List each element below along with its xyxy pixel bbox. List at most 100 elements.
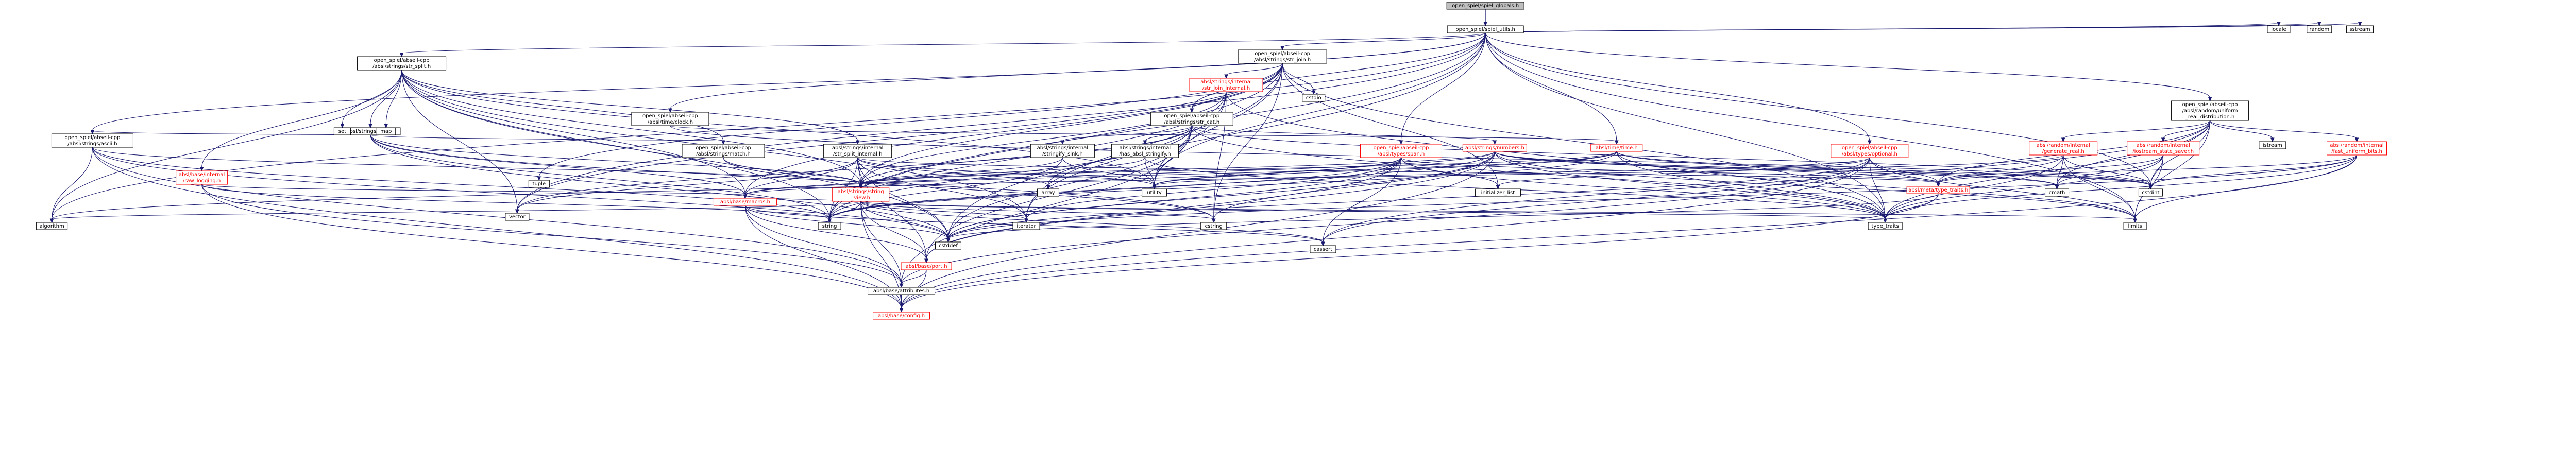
edge-string_view-to-limits	[860, 201, 2137, 223]
edge-raw_logging-to-macros	[201, 184, 748, 199]
edge-str_split-to-vector	[401, 70, 519, 214]
node-label: /absl/strings/str_cat.h	[1164, 119, 1219, 125]
edge-string_view-to-string	[827, 201, 861, 223]
node-label: _view.h	[851, 195, 870, 201]
node-label: open_spiel/abseil-cpp	[1164, 113, 1219, 119]
edge-uniform_real-to-fast_uniform_bits	[2210, 120, 2359, 143]
node-span[interactable]: open_spiel/abseil-cpp/absl/types/span.h	[1360, 144, 1442, 158]
node-str_join[interactable]: open_spiel/abseil-cpp/absl/strings/str_j…	[1238, 49, 1327, 64]
node-cmath[interactable]: cmath	[2045, 188, 2070, 197]
node-numbers[interactable]: absl/strings/numbers.h	[1462, 144, 1527, 152]
node-raw_logging[interactable]: absl/base/internal/raw_logging.h	[176, 170, 228, 185]
edge-ascii-to-algorithm	[49, 147, 93, 223]
node-stringify_sink[interactable]: absl/strings/internal/stringify_sink.h	[1030, 144, 1095, 158]
edge-str_split-to-match	[401, 70, 725, 145]
node-label: /fast_uniform_bits.h	[2331, 149, 2382, 154]
node-label: open_spiel/abseil-cpp	[696, 145, 751, 151]
edge-str_join_internal-to-str_cat	[1190, 91, 1227, 113]
node-label: absl/base/macros.h	[720, 199, 770, 205]
node-time[interactable]: absl/time/time.h	[1590, 144, 1643, 152]
node-label: cstring	[1205, 223, 1223, 229]
node-label: initializer_list	[1481, 190, 1515, 196]
node-array[interactable]: array	[1037, 188, 1059, 197]
node-match[interactable]: open_spiel/abseil-cpp/absl/strings/match…	[682, 144, 765, 158]
node-type_traits_absl[interactable]: absl/meta/type_traits.h	[1906, 186, 1970, 194]
node-vector[interactable]: vector	[505, 213, 530, 221]
edge-spiel_utils-to-clock	[668, 32, 1486, 113]
node-label: limits	[2128, 223, 2142, 229]
edge-str_join-to-str_join_internal	[1224, 63, 1283, 79]
node-iostream_state_saver[interactable]: absl/random/internal/iostream_state_save…	[2127, 141, 2200, 156]
edge-spiel_utils-to-sstream	[1485, 22, 2362, 33]
edge-uniform_real-to-istream	[2210, 120, 2275, 143]
node-generate_real[interactable]: absl/random/internal/generate_real.h	[2029, 141, 2098, 156]
node-cstdio[interactable]: cstdio	[1302, 94, 1326, 102]
edge-str_split-to-strip	[368, 70, 402, 129]
node-set[interactable]: set	[333, 127, 351, 135]
node-initializer_list[interactable]: initializer_list	[1475, 188, 1521, 197]
edge-fast_uniform_bits-to-config	[899, 154, 2358, 313]
node-random[interactable]: random	[2307, 25, 2332, 33]
edge-optional-to-type_traits_absl	[1869, 157, 1940, 187]
node-label: absl/strings/internal	[1120, 145, 1171, 151]
node-string[interactable]: string	[818, 222, 841, 230]
node-limits[interactable]: limits	[2123, 222, 2147, 230]
node-map[interactable]: map	[376, 127, 396, 135]
node-attributes[interactable]: absl/base/attributes.h	[868, 287, 936, 295]
node-config[interactable]: absl/base/config.h	[873, 312, 930, 320]
node-sstream[interactable]: sstream	[2346, 25, 2374, 33]
node-cstddef[interactable]: cstddef	[935, 241, 961, 250]
edge-uniform_real-to-cassert	[1321, 120, 2211, 247]
edge-attributes-to-config	[899, 295, 904, 313]
node-label: /absl/types/optional.h	[1842, 151, 1897, 157]
node-fast_uniform_bits[interactable]: absl/random/internal/fast_uniform_bits.h	[2327, 141, 2387, 156]
node-label: absl/strings/strip.h	[346, 129, 394, 134]
node-label: /absl/strings/match.h	[696, 151, 751, 157]
node-optional[interactable]: open_spiel/abseil-cpp/absl/types/optiona…	[1831, 144, 1909, 158]
node-label: /has_absl_stringify.h	[1119, 151, 1171, 157]
node-root[interactable]: open_spiel/spiel_globals.h	[1446, 2, 1524, 10]
node-cassert[interactable]: cassert	[1310, 245, 1336, 253]
node-clock[interactable]: open_spiel/abseil-cpp/absl/time/clock.h	[631, 112, 709, 126]
node-label: /absl/time/clock.h	[648, 119, 693, 125]
node-ascii[interactable]: open_spiel/abseil-cpp/absl/strings/ascii…	[51, 133, 133, 148]
node-label: cstdio	[1306, 95, 1321, 101]
edge-spiel_utils-to-str_split	[399, 32, 1486, 58]
node-label: absl/random/internal	[2136, 143, 2190, 148]
node-label: open_spiel/spiel_globals.h	[1452, 3, 1519, 9]
node-utility[interactable]: utility	[1142, 188, 1167, 197]
node-str_split[interactable]: open_spiel/abseil-cpp/absl/strings/str_s…	[357, 56, 447, 71]
edge-str_join-to-type_traits	[1282, 63, 1887, 223]
node-spiel_utils[interactable]: open_spiel/spiel_utils.h	[1447, 25, 1524, 33]
node-has_absl_stringify[interactable]: absl/strings/internal/has_absl_stringify…	[1111, 144, 1179, 158]
node-macros[interactable]: absl/base/macros.h	[713, 198, 777, 206]
node-label: cstdint	[2142, 190, 2159, 196]
node-label: /absl/strings/str_join.h	[1254, 57, 1311, 63]
edge-time-to-string_view	[858, 151, 1617, 189]
node-istream[interactable]: istream	[2259, 141, 2286, 149]
edge-uniform_real-to-generate_real	[2061, 120, 2211, 143]
node-port[interactable]: absl/base/port.h	[901, 262, 952, 270]
node-type_traits[interactable]: type_traits	[1868, 222, 1903, 230]
edge-optional-to-cassert	[1321, 157, 1870, 247]
node-label: open_spiel/abseil-cpp	[65, 135, 121, 141]
edge-str_cat-to-numbers	[1191, 125, 1497, 145]
node-algorithm[interactable]: algorithm	[36, 222, 68, 230]
node-cstring[interactable]: cstring	[1200, 222, 1227, 230]
node-cstdint[interactable]: cstdint	[2138, 188, 2163, 197]
node-label: tuple	[533, 181, 546, 187]
edge-layer	[49, 9, 2362, 313]
node-tuple[interactable]: tuple	[528, 180, 550, 188]
node-label: /absl/random/uniform	[2182, 108, 2238, 114]
node-label: /absl/strings/str_split.h	[372, 64, 431, 70]
node-uniform_real[interactable]: open_spiel/abseil-cpp/absl/random/unifor…	[2171, 100, 2249, 121]
node-str_cat[interactable]: open_spiel/abseil-cpp/absl/strings/str_c…	[1150, 112, 1233, 126]
node-label: /raw_logging.h	[183, 178, 221, 184]
node-string_view[interactable]: absl/strings/string_view.h	[832, 187, 890, 202]
node-label: absl/meta/type_traits.h	[1908, 187, 1968, 193]
node-iterator[interactable]: iterator	[1012, 222, 1040, 230]
node-str_join_internal[interactable]: absl/strings/internal/str_join_internal.…	[1189, 78, 1263, 92]
node-locale[interactable]: locale	[2267, 25, 2291, 33]
node-label: /stringify_sink.h	[1042, 151, 1083, 157]
node-str_split_internal[interactable]: absl/strings/internal/str_split_internal…	[823, 144, 892, 158]
